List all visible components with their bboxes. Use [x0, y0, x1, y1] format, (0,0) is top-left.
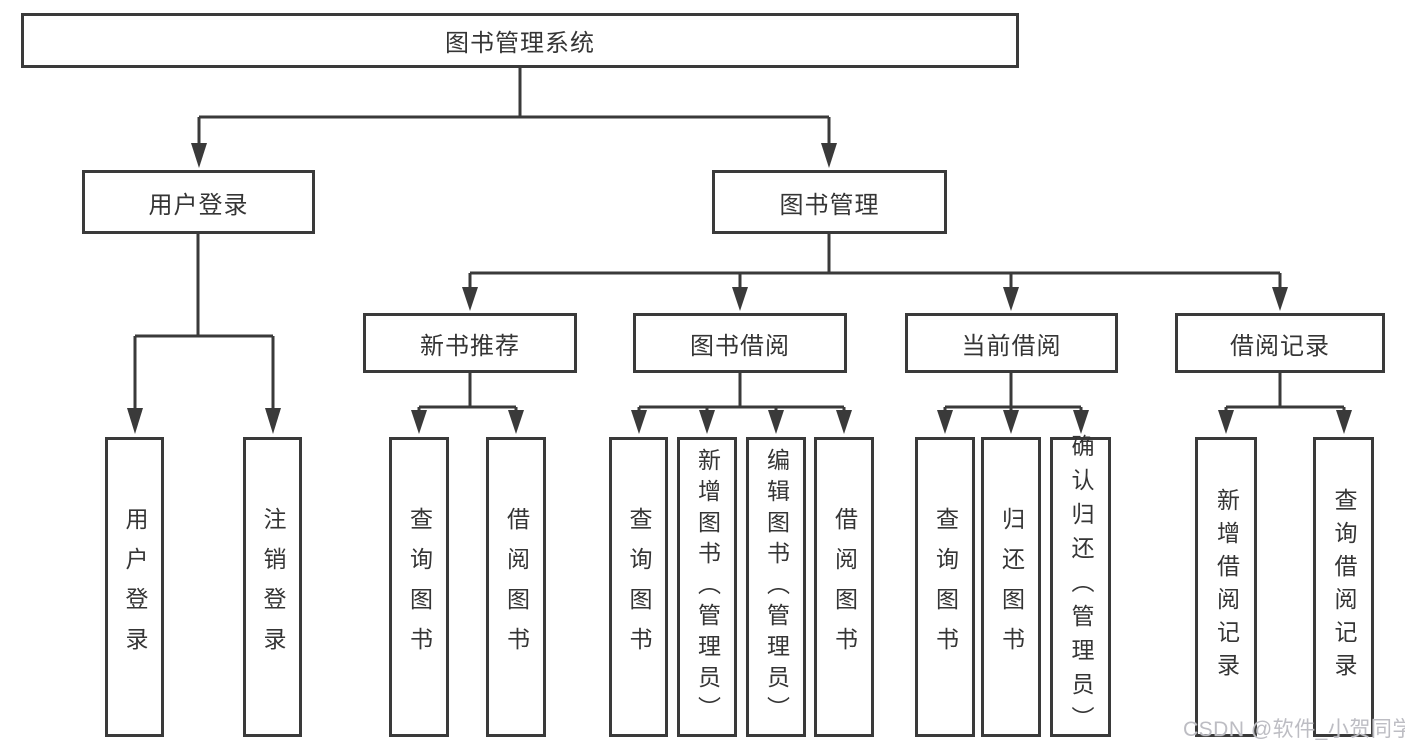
node-leaf-query-books-borrow: 查询图书	[609, 437, 668, 737]
arrowhead	[1336, 410, 1352, 434]
connector-current-borrow-children	[943, 373, 1083, 413]
node-leaf-query-books-current: 查询图书	[915, 437, 975, 737]
node-leaf-logout: 注销登录	[243, 437, 302, 737]
node-leaf-return-books: 归还图书	[981, 437, 1041, 737]
arrowhead	[699, 410, 715, 434]
node-leaf-borrow-books-recommend: 借阅图书	[486, 437, 546, 737]
arrowhead	[508, 410, 524, 434]
arrowhead	[631, 410, 647, 434]
arrowhead	[191, 143, 207, 168]
connector-new-book-recommend-children	[417, 373, 518, 413]
node-leaf-edit-books-admin: 编辑图书（管理员）	[746, 437, 806, 737]
arrowhead	[937, 410, 953, 434]
connector-borrow-record-children	[1224, 373, 1346, 413]
node-book-borrow: 图书借阅	[633, 313, 847, 373]
connector-root-to-level2	[197, 68, 831, 146]
node-leaf-query-borrow-record: 查询借阅记录	[1313, 437, 1374, 737]
node-leaf-add-books-admin: 新增图书（管理员）	[677, 437, 737, 737]
node-leaf-add-borrow-record: 新增借阅记录	[1195, 437, 1257, 737]
arrowhead	[1073, 410, 1089, 434]
node-borrow-record: 借阅记录	[1175, 313, 1385, 373]
node-leaf-confirm-return-admin: 确认归还（管理员）	[1050, 434, 1111, 740]
arrowhead	[1003, 287, 1019, 311]
node-leaf-user-login: 用户登录	[105, 437, 164, 737]
arrowhead	[1218, 410, 1234, 434]
arrowhead	[127, 408, 143, 434]
node-user-login: 用户登录	[82, 170, 315, 234]
arrowhead	[411, 410, 427, 434]
node-leaf-query-books-recommend: 查询图书	[389, 437, 449, 737]
arrowhead	[821, 143, 837, 168]
connector-book-management-children	[468, 234, 1282, 289]
node-book-management: 图书管理	[712, 170, 947, 234]
arrowhead	[732, 287, 748, 311]
node-new-book-recommend: 新书推荐	[363, 313, 577, 373]
node-leaf-borrow-books: 借阅图书	[814, 437, 874, 737]
node-current-borrow: 当前借阅	[905, 313, 1118, 373]
arrowhead	[836, 410, 852, 434]
node-library-management-system: 图书管理系统	[21, 13, 1019, 68]
arrowhead	[1003, 410, 1019, 434]
arrowhead	[265, 408, 281, 434]
connector-book-borrow-children	[637, 373, 846, 413]
connector-user-login-children	[133, 234, 275, 412]
arrowhead	[462, 287, 478, 311]
arrowhead	[1272, 287, 1288, 311]
csdn-watermark: CSDN @软件_小贺同学	[1183, 718, 1405, 741]
arrowhead	[768, 410, 784, 434]
